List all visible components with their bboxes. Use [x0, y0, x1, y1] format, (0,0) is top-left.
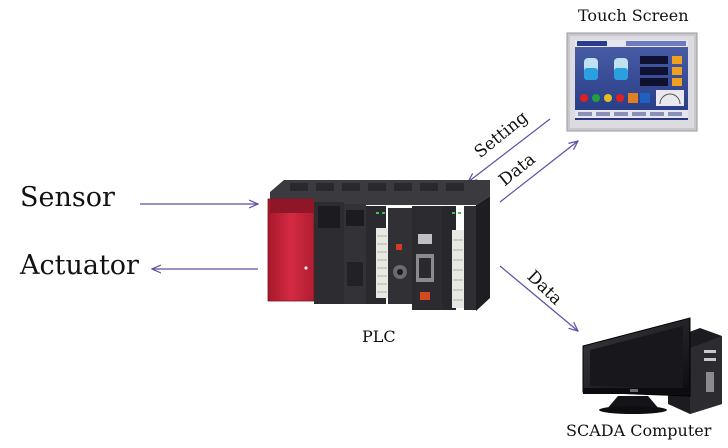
hmi-panel-icon [566, 32, 698, 132]
desktop-computer-icon [582, 317, 722, 414]
plc-rack-icon [267, 180, 490, 311]
sensor-label: Sensor [20, 182, 115, 213]
data-to-scada-arrow [499, 265, 578, 331]
setting-arrow [468, 118, 551, 182]
touch-screen-label: Touch Screen [578, 6, 689, 25]
plc-label: PLC [362, 327, 396, 346]
scada-computer-label: SCADA Computer [566, 421, 712, 440]
actuator-label: Actuator [20, 250, 139, 281]
data-to-touch-arrow [499, 141, 578, 203]
